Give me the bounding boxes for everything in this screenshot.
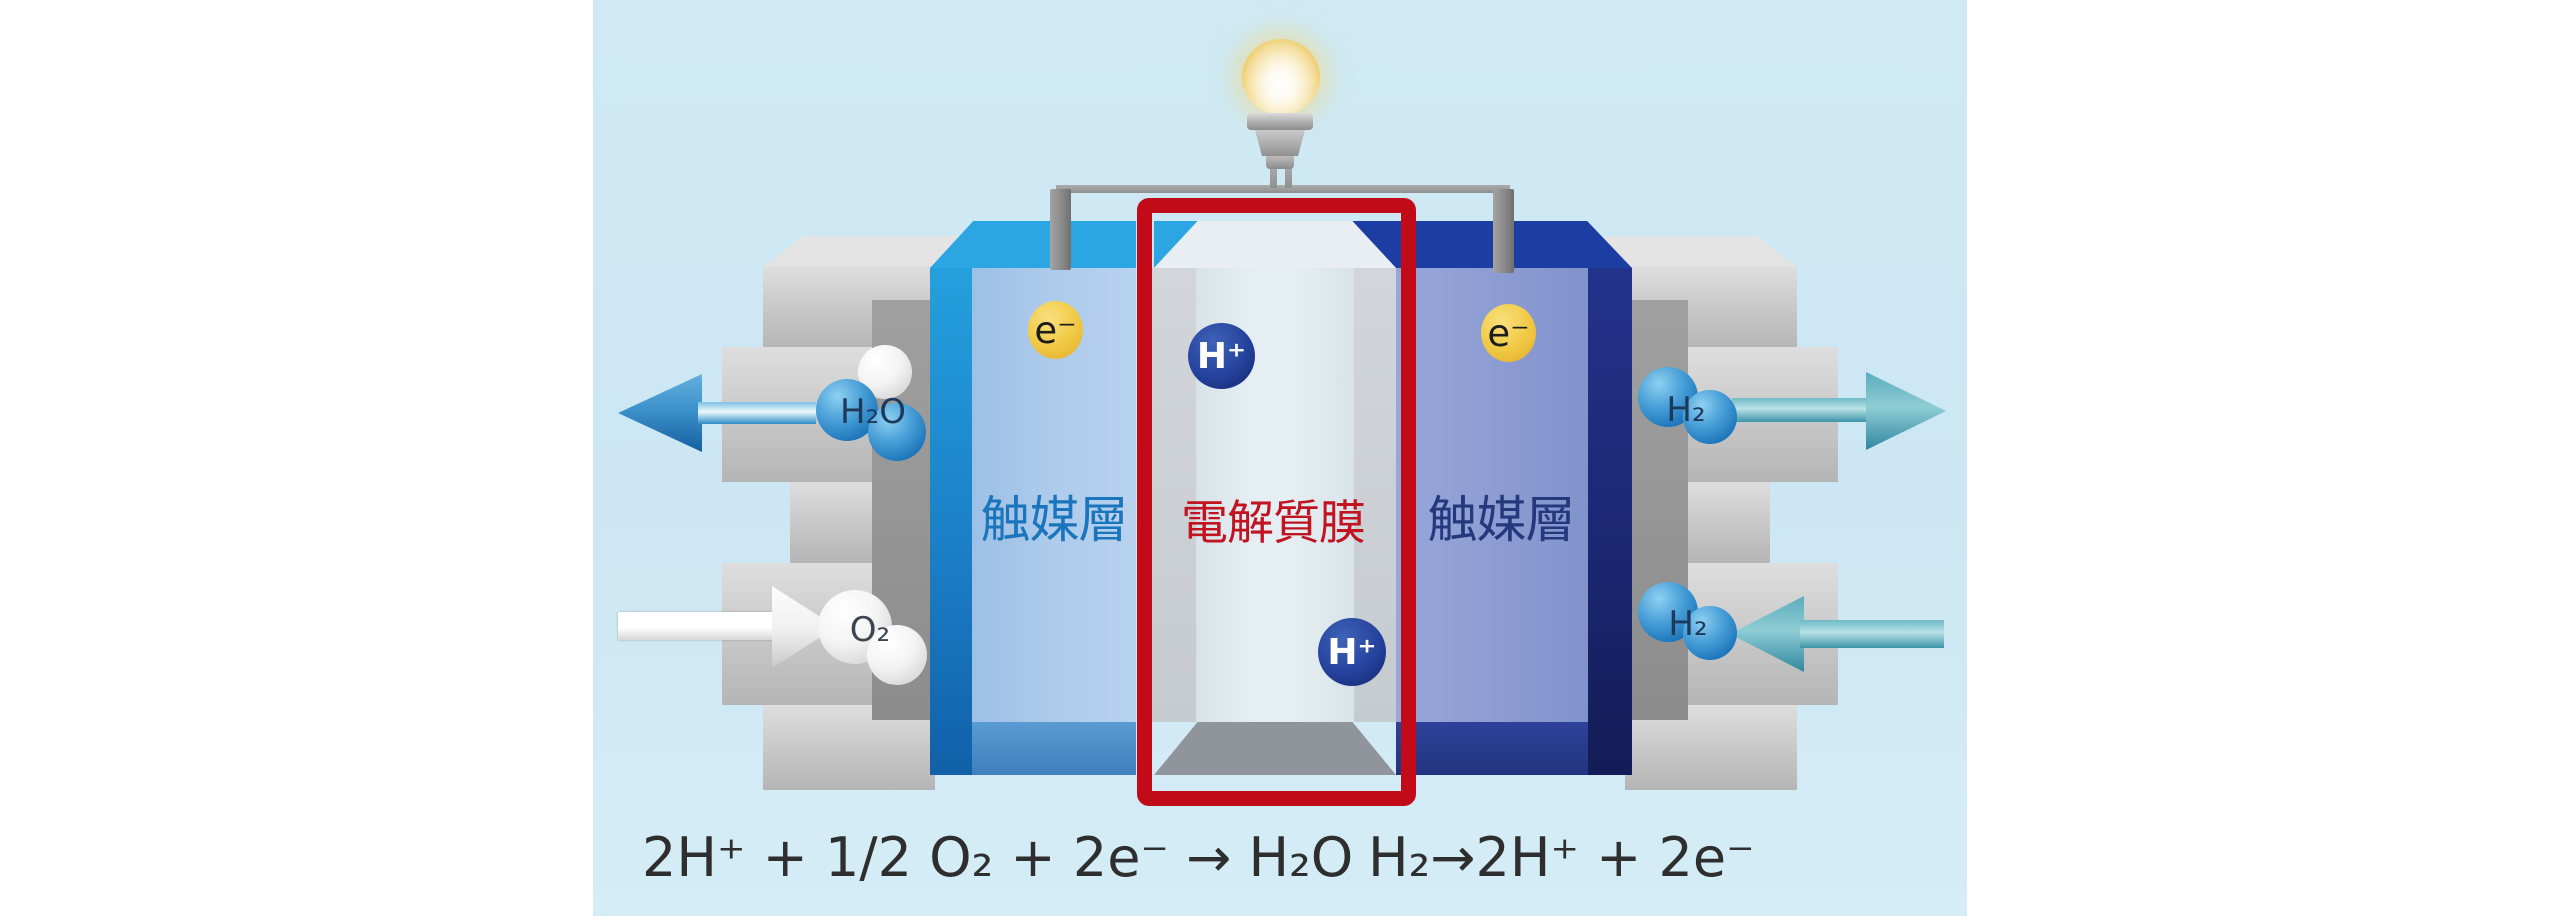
oxygen-molecule-label: O₂ [849, 610, 891, 650]
hydrogen-molecule-atom [1683, 390, 1737, 444]
catalyst-left-side-face [930, 268, 972, 775]
catalyst-layer-label-left: 触媒層 [980, 491, 1129, 549]
water-out-arrow-body [698, 402, 816, 424]
hydrogen-molecule-label: H₂ [1668, 604, 1708, 644]
light-bulb-base-neck [1255, 130, 1305, 156]
water-molecule-atom [816, 379, 878, 441]
oxygen-molecule-atom [867, 625, 927, 685]
oxygen-in-arrow-body [618, 612, 776, 640]
membrane-top-face [1154, 221, 1396, 268]
proton-badge: H⁺ [1188, 323, 1255, 389]
catalyst-layer-label-right: 触媒層 [1427, 491, 1576, 549]
bulb-lead-left [1270, 166, 1277, 188]
hydrogen-molecule-label: H₂ [1666, 390, 1706, 430]
membrane-bottom-face [1154, 722, 1396, 775]
catalyst-right-bottom-bevel [1396, 722, 1588, 775]
membrane-highlight-box [1137, 198, 1416, 806]
hydrogen-molecule-atom [1683, 606, 1737, 660]
water-molecule-atom [868, 403, 926, 461]
electrolyte-membrane-label: 電解質膜 [1181, 495, 1366, 551]
catalyst-right-side-face [1588, 268, 1632, 775]
electron-badge: e⁻ [1481, 304, 1536, 362]
light-bulb-icon [1242, 39, 1320, 115]
hydrogen-side-equation: H₂→2H⁺ + 2e⁻ [1368, 826, 1755, 889]
catalyst-right-top-face [1396, 221, 1632, 268]
right-plate-channel-shadow [1625, 300, 1688, 720]
electrode-tab-right [1493, 189, 1514, 273]
membrane-left-side-face [1151, 268, 1196, 722]
light-bulb-base-cap [1247, 113, 1313, 130]
electron-badge: e⁻ [1028, 301, 1083, 359]
bulb-lead-right [1285, 166, 1292, 188]
water-molecule-label: H₂O [840, 392, 906, 432]
hydrogen-out-arrow-body [1732, 398, 1870, 422]
catalyst-left-bottom-bevel [972, 722, 1136, 775]
circuit-wire [1056, 185, 1510, 193]
oxygen-side-equation: 2H⁺ + 1/2 O₂ + 2e⁻ → H₂O [642, 826, 1354, 889]
hydrogen-in-arrow-body [1800, 620, 1944, 648]
proton-badge: H⁺ [1318, 618, 1386, 686]
light-bulb-base-tip [1266, 156, 1294, 169]
electrode-tab-left [1050, 189, 1071, 270]
